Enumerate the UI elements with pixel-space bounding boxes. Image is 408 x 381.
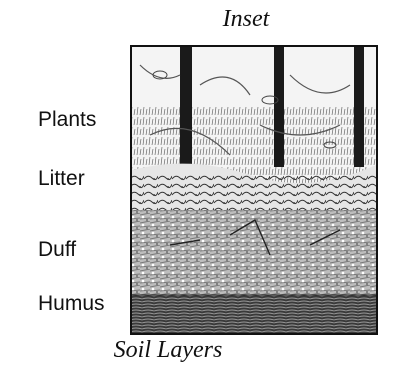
figure-caption: Soil Layers [0,337,372,364]
layer-label-litter: Litter [38,167,85,191]
inset-title: Inset [42,6,408,33]
soil-cross-section-illustration [130,45,380,337]
layer-label-duff: Duff [38,238,76,262]
layer-label-humus: Humus [38,292,105,316]
layer-label-plants: Plants [38,108,96,132]
